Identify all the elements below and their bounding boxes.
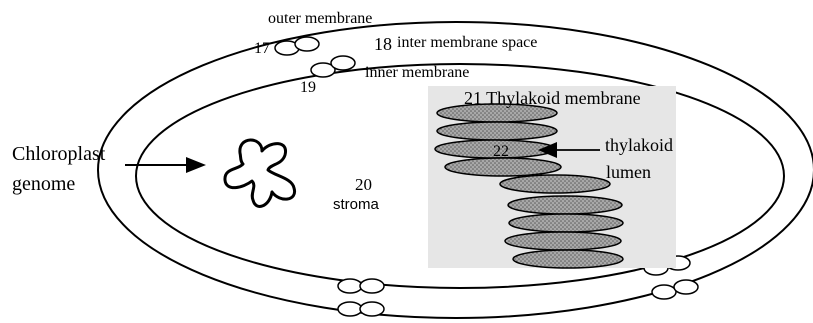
thylakoid-disc <box>508 196 622 214</box>
label-19: 19 <box>300 79 316 96</box>
thylakoid-disc <box>505 232 621 250</box>
label-18: 18 <box>374 34 392 54</box>
label-genome: genome <box>12 173 75 195</box>
porin-pair-right-outer <box>652 280 698 299</box>
label-thylakoid: thylakoid <box>605 135 673 155</box>
thylakoid-disc <box>509 214 623 232</box>
porin-pair-19 <box>311 56 355 77</box>
label-22: 22 <box>493 143 509 160</box>
thylakoid-disc <box>445 158 561 176</box>
label-stroma: stroma <box>333 196 380 213</box>
thylakoid-disc <box>513 250 623 268</box>
thylakoid-disc <box>500 175 610 193</box>
label-inner-membrane: inner membrane <box>365 64 469 81</box>
porin-pair-bottom-inner <box>338 279 384 293</box>
thylakoid-disc <box>437 122 557 140</box>
label-inter-membrane-space: inter membrane space <box>397 34 537 51</box>
label-outer-membrane: outer membrane <box>268 10 372 27</box>
label-lumen: lumen <box>606 162 651 182</box>
label-20: 20 <box>355 175 372 194</box>
label-chloroplast: Chloroplast <box>12 143 106 165</box>
porin-pair-bottom-outer <box>338 302 384 316</box>
label-17: 17 <box>254 40 270 57</box>
chloroplast-genome-shape <box>225 140 295 206</box>
label-thylakoid-membrane: 21 Thylakoid membrane <box>464 88 641 108</box>
